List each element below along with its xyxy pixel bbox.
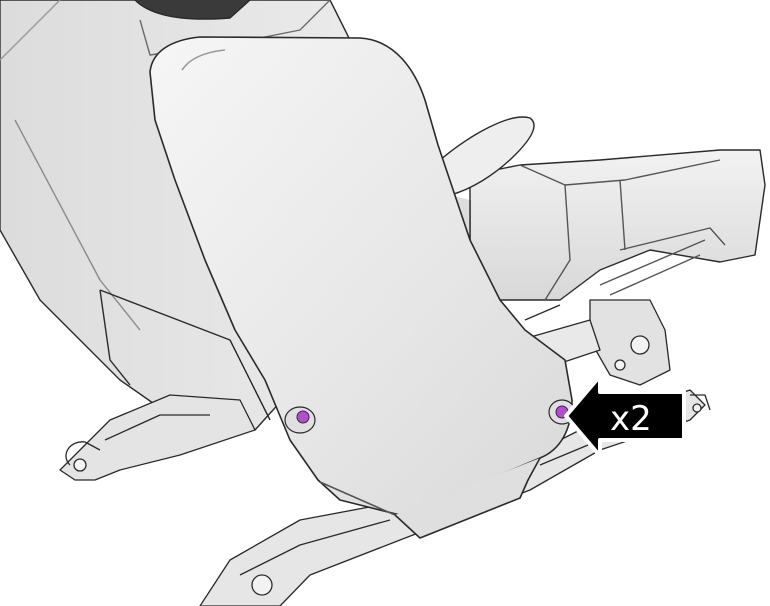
seat-back-panel <box>149 36 573 539</box>
fastener-left <box>284 406 316 434</box>
quantity-label: x2 <box>610 399 652 439</box>
callout-arrow: x2 <box>564 374 686 458</box>
seat-cushion <box>469 149 766 301</box>
left-seat-rail <box>59 394 256 481</box>
